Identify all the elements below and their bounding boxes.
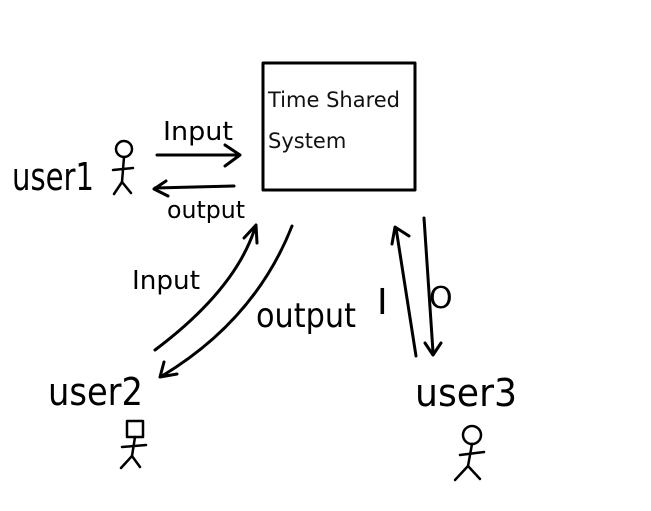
user1-input-label: Input xyxy=(163,117,233,147)
system-node: Time Shared System xyxy=(261,61,417,192)
user2-input-label: Input xyxy=(132,266,200,296)
system-label-line1: Time Shared xyxy=(267,88,400,112)
user2-input-arrow xyxy=(153,223,259,352)
user1-input-arrow xyxy=(155,143,242,168)
user3-stick-figure-icon xyxy=(453,424,486,482)
user3-node: user3 xyxy=(415,371,517,482)
user2-label: user2 xyxy=(48,370,143,414)
user3-label: user3 xyxy=(415,371,517,415)
user2-output-label: output xyxy=(256,296,356,336)
user1-node: user1 xyxy=(12,139,135,199)
user1-output-arrow xyxy=(152,179,236,198)
user2-node: user2 xyxy=(48,370,148,470)
system-label-line2: System xyxy=(268,129,346,153)
user3-input-label: I xyxy=(377,282,388,323)
system-box xyxy=(261,61,417,192)
user1-label: user1 xyxy=(12,155,94,199)
user3-output-label: O xyxy=(429,281,453,316)
user1-stick-figure-icon xyxy=(111,139,135,196)
user3-output-arrow xyxy=(422,216,443,357)
user1-output-label: output xyxy=(167,196,245,224)
user2-stick-figure-icon xyxy=(119,419,148,470)
user2-output-arrow xyxy=(158,224,294,379)
user3-input-arrow xyxy=(390,225,418,358)
